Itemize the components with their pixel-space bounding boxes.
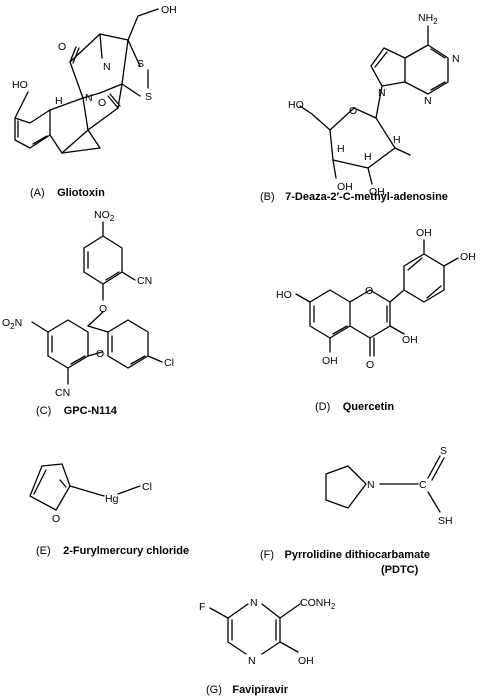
caption-d-letter: (D) [315,401,330,413]
atom-o: O [366,359,374,371]
caption-a: (A) Gliotoxin [30,183,105,200]
atom-oh: OH [402,334,418,346]
atom-s: S [137,58,144,70]
atom-n: N [378,87,386,99]
atom-h: H [55,95,63,107]
caption-e: (E) 2-Furylmercury chloride [36,541,189,558]
atom-n: N [250,597,258,609]
structure-gpc-n114: NO2 CN O O O2N CN Cl [2,209,174,399]
atom-o: O [349,105,357,117]
caption-b-name: 7-Deaza-2′-C-methyl-adenosine [285,191,448,203]
atom-o: O [99,303,107,315]
atom-h: H [337,143,345,155]
caption-f: (F) Pyrrolidine dithiocarbamate [260,545,430,562]
atom-hg: Hg [105,493,119,505]
atom-s: S [440,445,447,457]
caption-d-name: Quercetin [343,401,395,413]
atom-n: N [85,92,93,104]
atom-oh: OH [298,655,314,667]
caption-g-letter: (G) [206,684,222,696]
atom-oh: OH [161,4,177,16]
atom-n: N [424,95,432,107]
atom-no2: O2N [2,317,22,331]
caption-c-name: GPC-N114 [64,405,118,417]
structure-deaza-adenosine: NH2 N N N HO O H H OH OH H [288,12,460,198]
structure-pdtc: N C S SH [325,445,453,527]
caption-c-letter: (C) [36,405,51,417]
atom-ho: HO [288,99,304,111]
atom-oh: OH [369,186,385,198]
atom-oh: OH [337,181,353,193]
atom-o: O [52,513,60,525]
atom-f: F [199,601,205,613]
atom-s: S [145,91,152,103]
caption-b-letter: (B) [260,191,275,203]
caption-a-letter: (A) [30,187,45,199]
caption-f-name-line2: (PDTC) [381,564,419,576]
atom-o: O [365,285,373,297]
atom-o: O [58,41,66,53]
caption-g: (G) Favipiravir [206,680,289,697]
caption-e-name: 2-Furylmercury chloride [63,545,189,557]
atom-no2: NO2 [94,209,115,223]
caption-g-name: Favipiravir [232,684,288,696]
atom-sh: SH [438,515,453,527]
caption-e-letter: (E) [36,545,51,557]
atom-ho: HO [12,79,28,91]
atom-cn: CN [55,387,70,399]
atom-o: O [98,97,106,109]
structure-quercetin: OH OH HO O OH OH O [276,227,476,371]
atom-n: N [248,655,256,667]
atom-oh: OH [416,227,432,239]
atom-oh: OH [322,355,338,367]
atom-cn: CN [137,275,152,287]
atom-oh: OH [460,251,476,263]
caption-b: (B) 7-Deaza-2′-C-methyl-adenosine [260,187,448,204]
atom-o: O [96,348,104,360]
atom-c: C [419,479,427,491]
atom-n: N [367,479,375,491]
caption-a-name: Gliotoxin [57,187,105,199]
caption-f-letter: (F) [260,549,274,561]
atom-cl: Cl [142,481,152,493]
atom-n: N [452,53,460,65]
atom-conh2: CONH2 [300,597,336,611]
atom-nh2: NH2 [418,12,438,26]
atom-ho: HO [276,289,292,301]
atom-n: N [103,61,111,73]
caption-c: (C) GPC-N114 [36,401,118,418]
caption-f-name: Pyrrolidine dithiocarbamate [285,549,430,561]
structure-gliotoxin: OH O N S S O N HO H [12,4,177,154]
structure-favipiravir: F N N CONH2 OH [199,597,336,667]
caption-d: (D) Quercetin [315,397,394,414]
atom-h: H [393,134,401,146]
atom-h: H [364,151,372,163]
structure-furylmercury-chloride: O Hg Cl [29,463,152,525]
atom-cl: Cl [164,357,174,369]
